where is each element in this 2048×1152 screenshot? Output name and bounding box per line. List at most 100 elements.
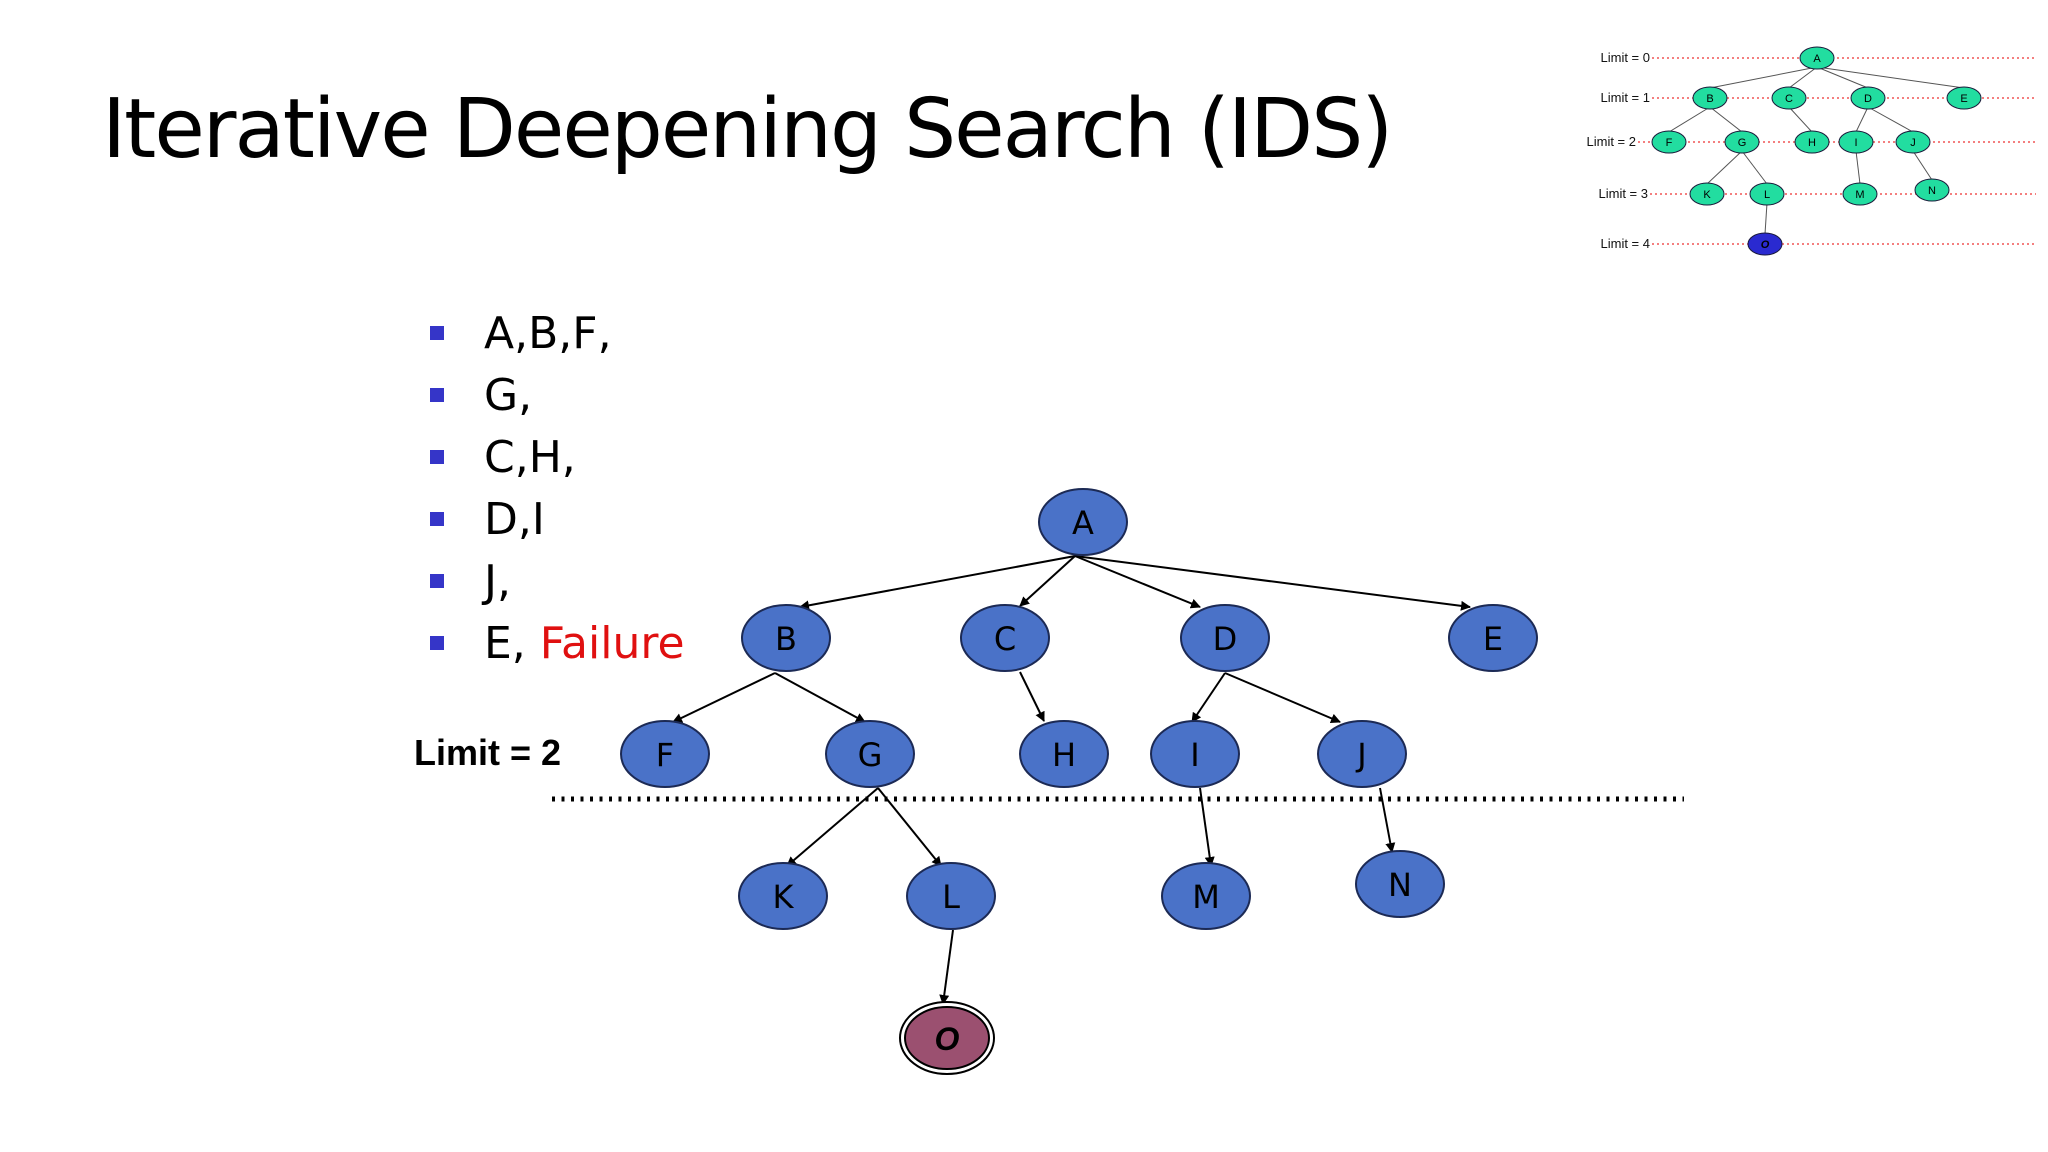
mini-node-label: K bbox=[1703, 189, 1711, 201]
mini-node-H: H bbox=[1794, 130, 1830, 154]
node-label: E bbox=[1483, 620, 1503, 658]
node-label: M bbox=[1192, 878, 1220, 916]
mini-node-I: I bbox=[1838, 130, 1874, 154]
bullet-text: A,B,F, bbox=[484, 307, 612, 359]
node-H: H bbox=[1019, 720, 1109, 788]
node-ellipse bbox=[741, 604, 831, 672]
bullet-square-icon bbox=[430, 388, 444, 402]
node-G: G bbox=[825, 720, 915, 788]
bullet-square-icon bbox=[430, 512, 444, 526]
node-label: G bbox=[858, 736, 883, 774]
mini-limit-label: Limit = 2 bbox=[1587, 134, 1637, 149]
mini-node-label: C bbox=[1785, 93, 1793, 105]
node-F: F bbox=[620, 720, 710, 788]
mini-node-L: L bbox=[1749, 182, 1785, 206]
mini-node-ellipse bbox=[1771, 86, 1807, 110]
mini-node-label: H bbox=[1808, 137, 1816, 149]
bullet-item: E, Failure bbox=[430, 612, 685, 674]
mini-limit-label: Limit = 3 bbox=[1599, 186, 1649, 201]
edge-A-C bbox=[1019, 555, 1076, 607]
node-ellipse bbox=[904, 1006, 990, 1070]
mini-edge-A-B bbox=[1709, 66, 1818, 89]
node-N: N bbox=[1355, 850, 1445, 918]
mini-node-label: L bbox=[1764, 189, 1770, 201]
node-K: K bbox=[738, 862, 828, 930]
mini-node-label: B bbox=[1706, 93, 1713, 105]
bullet-text: E, bbox=[484, 617, 540, 669]
mini-node-ellipse bbox=[1689, 182, 1725, 206]
node-label: J bbox=[1355, 736, 1366, 774]
mini-edge-B-G bbox=[1709, 106, 1743, 133]
node-I: I bbox=[1150, 720, 1240, 788]
node-ellipse bbox=[906, 862, 996, 930]
bullet-text: G, bbox=[484, 369, 533, 421]
mini-node-J: J bbox=[1895, 130, 1931, 154]
node-ellipse bbox=[960, 604, 1050, 672]
mini-node-ellipse bbox=[1946, 86, 1982, 110]
mini-node-label: I bbox=[1854, 137, 1857, 149]
mini-node-ellipse bbox=[1724, 130, 1760, 154]
node-O: O bbox=[899, 1001, 995, 1075]
node-label: C bbox=[994, 620, 1016, 658]
node-ellipse bbox=[620, 720, 710, 788]
mini-node-D: D bbox=[1850, 86, 1886, 110]
edge-B-G bbox=[774, 672, 866, 723]
mini-edge-D-J bbox=[1867, 106, 1914, 133]
node-ellipse bbox=[1150, 720, 1240, 788]
node-label: A bbox=[1072, 504, 1094, 542]
mini-limit-label: Limit = 0 bbox=[1601, 50, 1651, 65]
bullet-item: A,B,F, bbox=[430, 302, 685, 364]
bullet-text: D,I bbox=[484, 493, 545, 545]
node-ellipse bbox=[1038, 488, 1128, 556]
limit-label: Limit = 2 bbox=[414, 732, 562, 773]
mini-edge-A-D bbox=[1816, 66, 1869, 89]
node-label: K bbox=[773, 878, 795, 916]
mini-limit-label: Limit = 4 bbox=[1601, 236, 1651, 251]
bullet-list: A,B,F, G, C,H, D,I J, E, Failure bbox=[430, 302, 685, 674]
mini-edge-I-M bbox=[1855, 150, 1861, 185]
edge-J-N bbox=[1379, 787, 1396, 853]
mini-node-label: D bbox=[1864, 93, 1872, 105]
mini-edge-J-N bbox=[1912, 150, 1933, 181]
mini-node-label: O bbox=[1761, 239, 1770, 251]
edge-A-E bbox=[1074, 555, 1471, 611]
mini-node-ellipse bbox=[1794, 130, 1830, 154]
failure-text: Failure bbox=[539, 617, 685, 669]
edge-C-H bbox=[1019, 671, 1045, 722]
mini-node-F: F bbox=[1651, 130, 1687, 154]
node-ellipse bbox=[1019, 720, 1109, 788]
slide-title: Iterative Deepening Search (IDS) bbox=[102, 82, 1393, 177]
node-ellipse bbox=[1161, 862, 1251, 930]
node-M: M bbox=[1161, 862, 1251, 930]
node-C: C bbox=[960, 604, 1050, 672]
edge-L-O bbox=[939, 929, 954, 1005]
mini-node-label: M bbox=[1855, 189, 1864, 201]
node-ellipse bbox=[1448, 604, 1538, 672]
mini-node-ellipse bbox=[1842, 182, 1878, 206]
tree-edges bbox=[672, 555, 1471, 1005]
mini-edge-G-L bbox=[1741, 150, 1768, 185]
node-ellipse bbox=[1355, 850, 1445, 918]
mini-node-M: M bbox=[1842, 182, 1878, 206]
edge-D-I bbox=[1191, 672, 1226, 723]
edge-G-K bbox=[786, 787, 879, 867]
node-label: F bbox=[656, 736, 674, 774]
bullet-text: J, bbox=[484, 555, 511, 607]
mini-edge-C-H bbox=[1788, 106, 1813, 133]
mini-node-ellipse bbox=[1799, 46, 1835, 70]
bullet-text: C,H, bbox=[484, 431, 576, 483]
bullet-square-icon bbox=[430, 636, 444, 650]
mini-node-ellipse bbox=[1692, 86, 1728, 110]
mini-node-O: O bbox=[1747, 232, 1783, 256]
mini-node-label: F bbox=[1666, 137, 1673, 149]
edge-A-D bbox=[1074, 555, 1201, 609]
mini-edge-D-I bbox=[1855, 106, 1869, 133]
edge-I-M bbox=[1199, 787, 1215, 867]
mini-edge-B-F bbox=[1668, 106, 1711, 133]
mini-node-ellipse bbox=[1895, 130, 1931, 154]
node-label: H bbox=[1052, 736, 1076, 774]
edge-G-L bbox=[877, 787, 942, 867]
mini-edge-G-K bbox=[1706, 150, 1743, 185]
